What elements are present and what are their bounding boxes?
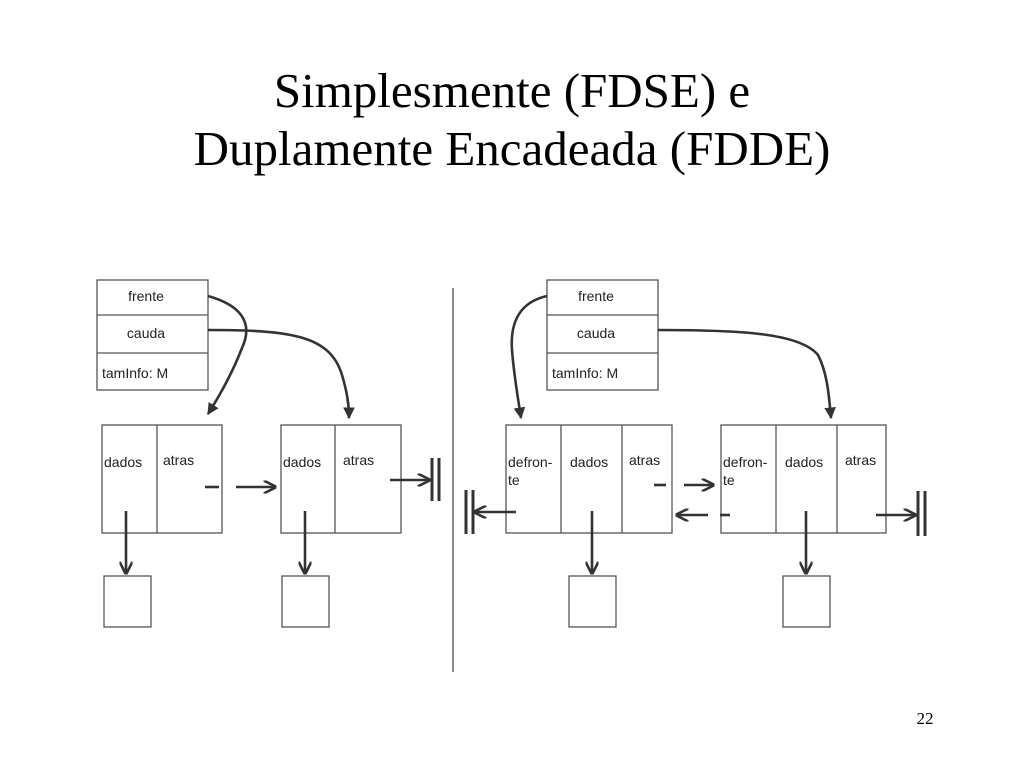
node-dados-label: dados bbox=[283, 454, 321, 470]
node-box bbox=[505, 424, 673, 534]
data-box bbox=[103, 575, 152, 628]
fdde-node-2: defron- te dados atras bbox=[720, 424, 887, 534]
node-defronte-label: defron- bbox=[508, 454, 553, 470]
frente-pointer-arrow bbox=[510, 294, 548, 420]
node-box bbox=[101, 424, 223, 534]
descriptor-frente-label: frente bbox=[128, 288, 164, 304]
fdse-descriptor: frente cauda tamInfo: M bbox=[96, 279, 209, 391]
descriptor-cauda-label: cauda bbox=[577, 325, 615, 341]
node-atras-label: atras bbox=[629, 452, 660, 468]
frente-pointer-arrow bbox=[206, 294, 248, 415]
title-line-2: Duplamente Encadeada (FDDE) bbox=[193, 121, 831, 176]
fdse-diagram: frente cauda tamInfo: M dados atras dado… bbox=[96, 279, 441, 628]
node-dados-label: dados bbox=[104, 454, 142, 470]
fdde-node-1: defron- te dados atras bbox=[505, 424, 673, 534]
cauda-pointer-arrow bbox=[207, 328, 355, 420]
data-box bbox=[782, 575, 831, 628]
node-defronte-label-cont: te bbox=[723, 472, 735, 488]
fdse-node-2: dados atras bbox=[280, 424, 402, 534]
cauda-pointer-arrow bbox=[657, 328, 836, 420]
node-atras-label: atras bbox=[343, 452, 374, 468]
descriptor-taminfo-label: tamInfo: M bbox=[552, 365, 618, 381]
node-defronte-label: defron- bbox=[723, 454, 768, 470]
descriptor-box bbox=[546, 279, 659, 391]
slide-number: 22 bbox=[916, 709, 934, 728]
descriptor-box bbox=[96, 279, 209, 391]
data-box bbox=[281, 575, 330, 628]
fdde-diagram: frente cauda tamInfo: M defron- te dados… bbox=[464, 279, 927, 628]
node-atras-label: atras bbox=[163, 452, 194, 468]
data-box bbox=[568, 575, 617, 628]
node-dados-label: dados bbox=[570, 454, 608, 470]
node-defronte-label-cont: te bbox=[508, 472, 520, 488]
node-dados-label: dados bbox=[785, 454, 823, 470]
descriptor-cauda-label: cauda bbox=[127, 325, 165, 341]
slide-title: Simplesmente (FDSE) e Duplamente Encadea… bbox=[0, 62, 1024, 178]
descriptor-frente-label: frente bbox=[578, 288, 614, 304]
fdde-descriptor: frente cauda tamInfo: M bbox=[546, 279, 659, 391]
node-atras-label: atras bbox=[845, 452, 876, 468]
fdse-node-1: dados atras bbox=[101, 424, 223, 534]
node-box bbox=[280, 424, 402, 534]
node-box bbox=[720, 424, 887, 534]
descriptor-taminfo-label: tamInfo: M bbox=[102, 365, 168, 381]
title-line-1: Simplesmente (FDSE) e bbox=[273, 63, 751, 118]
